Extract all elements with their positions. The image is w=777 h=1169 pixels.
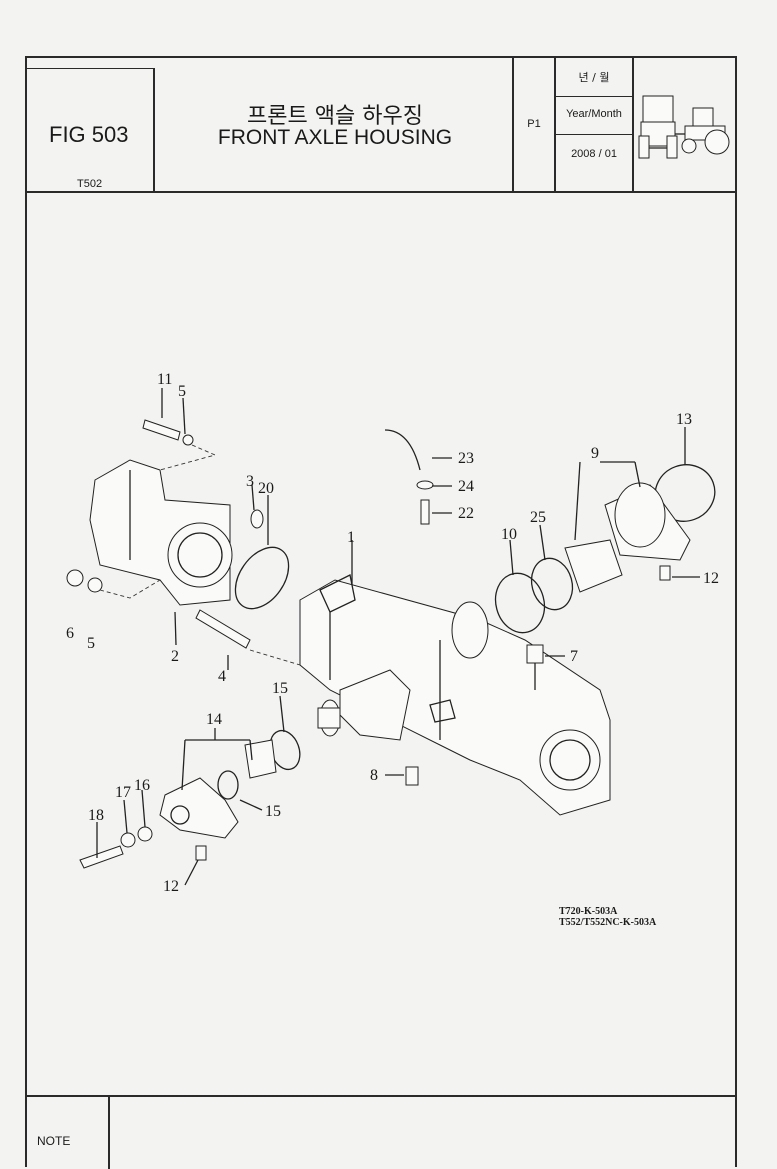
callout-15: 15 (265, 803, 281, 820)
callout-22: 22 (458, 505, 474, 522)
header-fig-rule (27, 68, 155, 69)
drawing-code-2: T552/T552NC-K-503A (559, 917, 657, 928)
axle-housing-part (299, 574, 611, 816)
callout-20: 20 (258, 480, 274, 497)
callout-5-top: 5 (178, 383, 186, 400)
header-divider-2 (512, 58, 514, 191)
drawing-code-1: T720-K-503A (559, 906, 618, 917)
callout-1: 1 (347, 529, 355, 546)
header-inner-rule-2 (554, 134, 634, 135)
assembly-guides (99, 444, 301, 666)
header-bottom-rule (27, 191, 735, 193)
revision-date: 2008 / 01 (571, 148, 617, 160)
callout-numbers: 11 5 3 20 1 23 24 22 13 9 25 10 12 7 8 6… (66, 371, 719, 895)
callout-9: 8 (370, 767, 378, 784)
header-inner-rule-1 (554, 96, 634, 97)
note-divider (108, 1095, 110, 1169)
callout-8: 7 (570, 648, 578, 665)
callout-17: 16 (134, 777, 150, 794)
note-label: NOTE (37, 1134, 71, 1148)
leader-lines (96, 388, 700, 886)
header-divider-4 (632, 58, 634, 191)
callout-4: 4 (218, 668, 226, 685)
callout-18: 17 (115, 784, 131, 801)
year-month-korean: 년 / 월 (578, 71, 610, 84)
header-divider-3 (554, 58, 556, 191)
title-english: FRONT AXLE HOUSING (217, 126, 453, 149)
callout-19: 18 (88, 807, 104, 824)
model-code: T502 (77, 178, 103, 190)
callout-23: 23 (458, 450, 474, 467)
fig-label: FIG 503 (49, 122, 129, 147)
note-top-rule (27, 1095, 735, 1097)
callout-13: 13 (676, 411, 692, 428)
drawing-sheet: FIG 503 T502 프론트 액슬 하우징 FRONT AXLE HOUSI… (25, 56, 737, 1169)
callout-12-right: 12 (703, 570, 719, 587)
title-korean: 프론트 액슬 하우징 (247, 104, 423, 129)
callout-25: 25 (530, 509, 546, 526)
callout-14: 14 (206, 711, 222, 728)
page-number: P1 (527, 118, 541, 130)
callout-3: 3 (246, 473, 254, 490)
callout-12-left: 12 (163, 878, 179, 895)
tractor-thumbnail (638, 95, 730, 159)
callout-6: 6 (66, 625, 74, 642)
header-divider-1 (153, 68, 155, 191)
callout-2: 2 (171, 648, 179, 665)
year-month-english: Year/Month (566, 108, 622, 120)
callout-16: 15 (272, 680, 288, 697)
callout-5-left: 5 (87, 635, 95, 652)
drawing-codes: T720-K-503A T552/T552NC-K-503A (559, 906, 656, 928)
callout-24: 24 (458, 478, 474, 495)
callout-7: 11 (157, 371, 172, 388)
callout-11: 10 (501, 526, 517, 543)
small-parts (66, 419, 716, 869)
left-housing-part (89, 459, 233, 606)
callout-10: 9 (591, 445, 599, 462)
